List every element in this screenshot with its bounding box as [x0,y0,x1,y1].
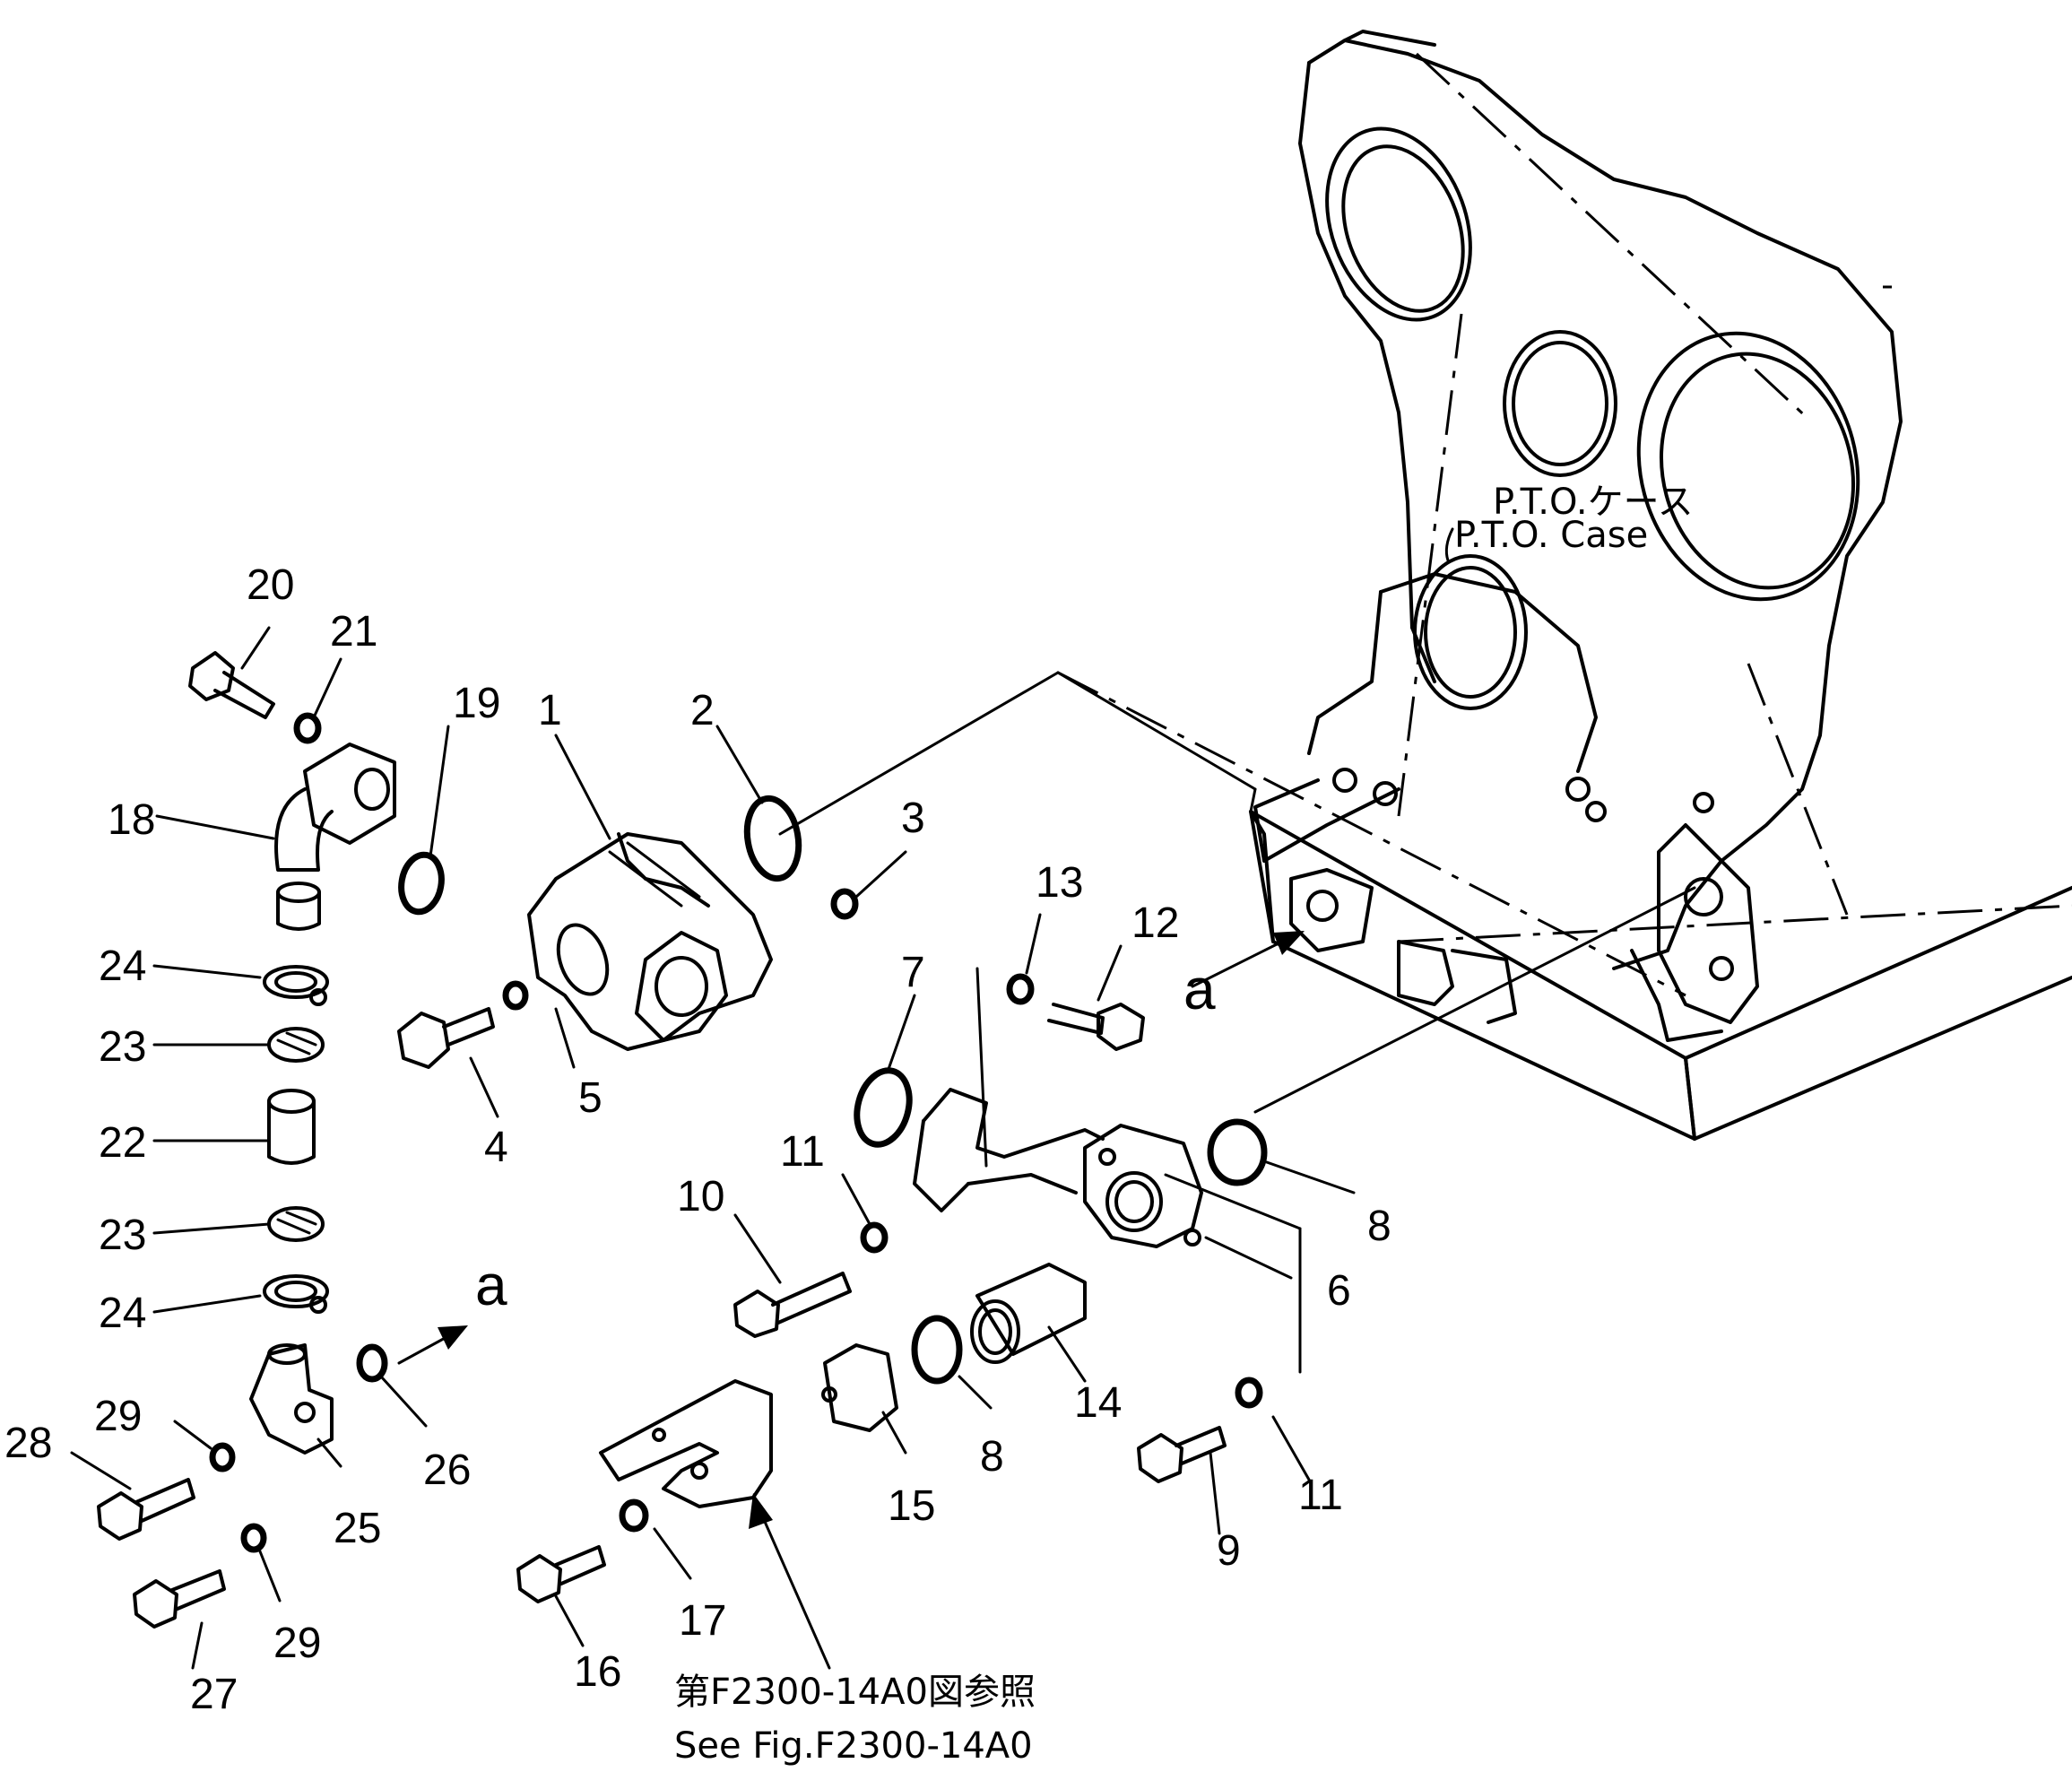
pto-case-label-jp: P.T.O.ケース [1493,482,1694,523]
assembly-guide-lines [778,671,1696,1374]
label-part-8-lower: 8 [980,1433,1004,1481]
label-part-23-top: 23 [99,1023,146,1071]
part-29-washer-upper [209,1442,236,1472]
label-part-28: 28 [4,1420,52,1467]
label-part-25: 25 [334,1505,381,1552]
label-part-12: 12 [1131,899,1179,947]
part-29-washer-lower [240,1523,267,1553]
label-part-5: 5 [578,1074,603,1122]
callout-labels: 1 2 3 4 5 6 7 8 8 9 10 11 11 12 13 14 15… [4,482,1694,1767]
label-part-8-right: 8 [1367,1203,1391,1250]
part-8-o-ring-lower [911,1315,963,1385]
connector-a-engine: a [1183,957,1216,1021]
part-16-bolt [516,1545,606,1603]
part-24-clamp-top [263,965,329,1006]
label-part-21: 21 [330,608,377,656]
part-18-water-elbow [274,743,396,931]
part-12-bolt [1047,1003,1145,1051]
connector-a-tee: a [475,1253,507,1317]
engine-block-outline [1057,671,2072,1141]
part-22-tube [267,1089,316,1165]
part-25-tee-connector [249,1343,334,1455]
part-8-o-ring-right [1207,1118,1268,1186]
part-17-washer [619,1498,649,1533]
part-3-o-ring [830,888,859,920]
label-part-24-bottom: 24 [99,1290,146,1337]
label-part-17: 17 [679,1597,726,1645]
label-part-26: 26 [423,1446,471,1494]
label-part-27: 27 [190,1671,238,1718]
label-part-6: 6 [1327,1267,1351,1315]
part-14-pipe [970,1263,1087,1364]
part-27-bolt [133,1569,226,1629]
label-part-14: 14 [1074,1379,1122,1427]
label-part-11-upper: 11 [780,1128,825,1176]
label-part-29-upper: 29 [94,1393,142,1440]
reference-note-jp: 第F2300-14A0図参照 [674,1672,1036,1713]
label-part-24-top: 24 [99,942,146,990]
part-7-o-ring [854,1067,913,1148]
label-part-10: 10 [677,1173,724,1220]
part-9-bolt [1137,1426,1227,1483]
label-part-16: 16 [574,1648,621,1696]
part-23-hose-top [267,1027,325,1063]
label-part-18: 18 [108,796,155,844]
leader-lines [70,527,1454,1670]
label-part-22: 22 [99,1119,146,1167]
label-part-1: 1 [538,687,562,734]
part-1-pump-housing [527,832,773,1051]
part-2-gasket [743,795,802,882]
part-21-washer [293,712,322,744]
label-part-11-lower: 11 [1298,1472,1343,1519]
label-part-20: 20 [247,561,294,609]
label-part-7: 7 [901,949,925,996]
part-23-hose-bottom [267,1206,325,1242]
label-part-4: 4 [484,1124,508,1171]
pto-case-illustration [1253,30,1903,1042]
label-part-19: 19 [453,680,500,727]
part-11-washer-upper [860,1221,889,1254]
label-part-15: 15 [888,1482,935,1530]
label-part-9: 9 [1217,1527,1241,1575]
bracket-see-fig [599,1379,773,1508]
part-4-bolt [397,1007,495,1069]
part-24-clamp-bottom [263,1274,329,1314]
part-28-bolt [97,1478,195,1541]
part-26-o-ring [356,1343,388,1383]
part-15-cover [821,1343,898,1432]
part-13-washer [1006,973,1035,1005]
label-part-2: 2 [690,687,715,734]
label-part-3: 3 [901,795,925,842]
part-19-o-ring [398,851,445,916]
label-part-23-bottom: 23 [99,1212,146,1259]
part-6-water-elbow [913,1088,1203,1248]
label-part-29-lower: 29 [273,1620,321,1667]
part-11-washer-lower [1235,1377,1263,1409]
part-5-washer [502,980,529,1011]
reference-note-en: See Fig.F2300-14A0 [674,1725,1033,1767]
part-10-bolt [733,1272,852,1338]
label-part-13: 13 [1036,859,1083,907]
pto-case-label-en: P.T.O. Case [1454,515,1648,556]
part-20-bolt [188,651,275,719]
